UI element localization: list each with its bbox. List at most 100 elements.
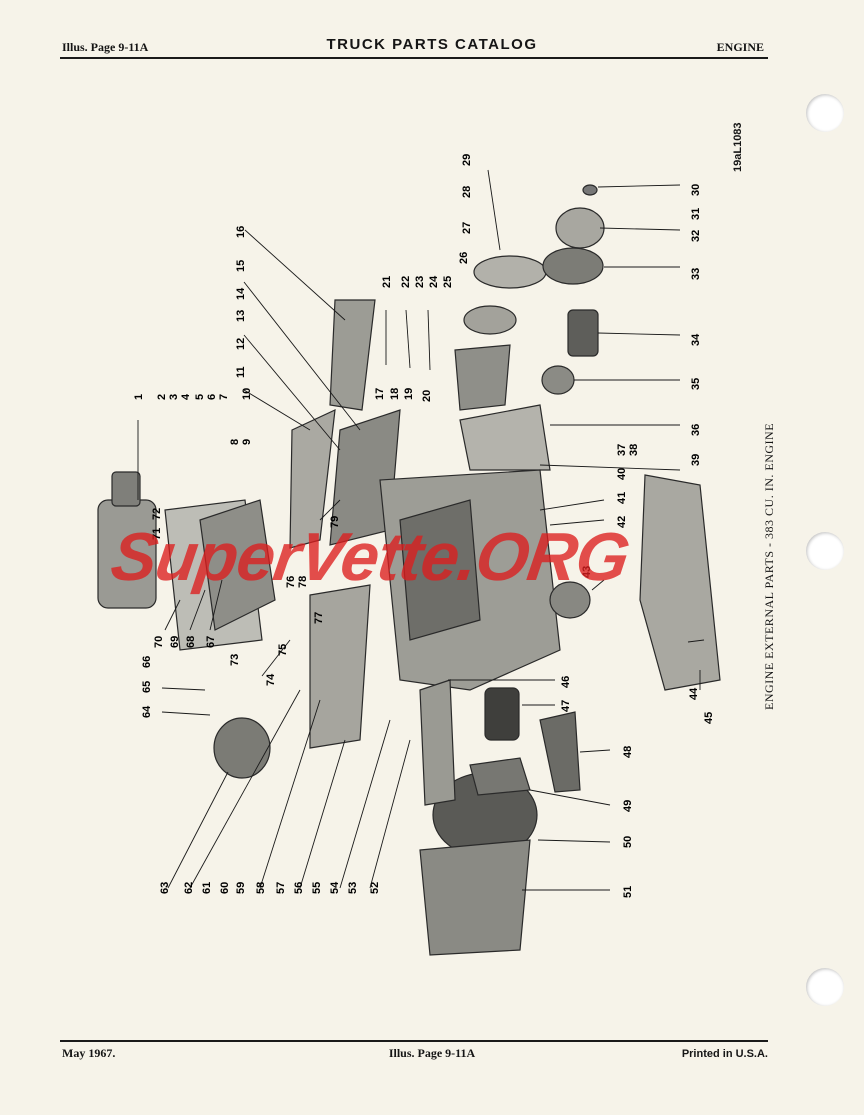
callout-17: 17 <box>374 388 386 400</box>
callout-label: 19 <box>403 388 415 400</box>
callout-label: 27 <box>461 222 473 234</box>
callout-79: 79 <box>329 516 341 528</box>
callout-20: 20 <box>421 390 433 402</box>
callout-label: 78 <box>297 576 309 588</box>
callout-label: 21 <box>381 276 393 288</box>
callout-label: 53 <box>347 882 359 894</box>
callout-label: 32 <box>690 230 702 242</box>
callout-label: 29 <box>461 154 473 166</box>
header-section: ENGINE <box>716 40 764 54</box>
callout-label: 18 <box>389 388 401 400</box>
callout-76: 76 <box>285 576 297 588</box>
callout-22: 22 <box>400 276 412 288</box>
callout-label: 13 <box>235 310 247 322</box>
callout-24: 24 <box>428 275 440 288</box>
footer-rule <box>60 1040 768 1042</box>
callout-label: 52 <box>369 882 381 894</box>
callout-60: 60 <box>219 882 231 894</box>
callout-27: 27 <box>461 222 473 234</box>
callout-6: 6 <box>206 394 218 400</box>
callout-labels: 1 2 3 4 5 6 7 8 9 10 11 12 13 14 15 16 1… <box>133 154 715 898</box>
callout-56: 56 <box>293 882 305 894</box>
callout-40: 40 <box>616 468 628 480</box>
callout-21: 21 <box>381 276 393 288</box>
callout-73: 73 <box>229 654 241 666</box>
callout-45: 45 <box>703 712 715 724</box>
callout-26: 26 <box>458 252 470 264</box>
callout-29: 29 <box>461 154 473 166</box>
callout-5: 5 <box>194 394 206 400</box>
callout-label: 62 <box>183 882 195 894</box>
binder-hole-bottom <box>806 968 844 1006</box>
callout-label: 75 <box>277 644 289 656</box>
callout-label: 35 <box>690 378 702 390</box>
callout-label: 44 <box>688 687 700 700</box>
callout-33: 33 <box>690 268 702 280</box>
binder-hole-middle <box>806 532 844 570</box>
callout-13: 13 <box>235 310 247 322</box>
callout-label: 46 <box>560 676 572 688</box>
callout-30: 30 <box>690 184 702 196</box>
callout-51: 51 <box>622 886 634 898</box>
callout-label: 51 <box>622 886 634 898</box>
callout-label: 47 <box>560 700 572 712</box>
callout-52: 52 <box>369 882 381 894</box>
callout-label: 6 <box>206 394 218 400</box>
callout-label: 66 <box>141 656 153 668</box>
callout-label: 38 <box>628 444 640 456</box>
callout-label: 22 <box>400 276 412 288</box>
callout-label: 63 <box>159 882 171 894</box>
callout-label: 17 <box>374 388 386 400</box>
callout-18: 18 <box>389 388 401 400</box>
callout-label: 8 <box>229 439 241 445</box>
callout-25: 25 <box>442 276 454 288</box>
callout-label: 59 <box>235 882 247 894</box>
callout-label: 68 <box>185 636 197 648</box>
callout-64: 64 <box>141 705 153 718</box>
callout-34: 34 <box>690 333 702 346</box>
callout-label: 14 <box>235 287 247 300</box>
watermark: SuperVette.ORG <box>106 519 634 595</box>
callout-label: 43 <box>581 566 593 578</box>
callout-23: 23 <box>414 276 426 288</box>
callout-31: 31 <box>690 208 702 220</box>
callout-label: 2 <box>156 394 168 400</box>
callout-label: 36 <box>690 424 702 436</box>
callout-62: 62 <box>183 882 195 894</box>
callout-43: 43 <box>581 566 593 578</box>
callout-label: 4 <box>180 393 192 400</box>
callout-label: 61 <box>201 882 213 894</box>
callout-label: 10 <box>241 388 253 400</box>
callout-leader-lines <box>137 169 705 891</box>
callout-72: 72 <box>151 508 163 520</box>
callout-19: 19 <box>403 388 415 400</box>
callout-label: 16 <box>235 226 247 238</box>
callout-label: 25 <box>442 276 454 288</box>
callout-7: 7 <box>218 394 230 400</box>
callout-16: 16 <box>235 226 247 238</box>
callout-label: 70 <box>153 636 165 648</box>
callout-label: 33 <box>690 268 702 280</box>
header-rule <box>60 57 768 59</box>
callout-label: 79 <box>329 516 341 528</box>
callout-label: 7 <box>218 394 230 400</box>
footer-page-ref: Illus. Page 9-11A <box>388 1046 476 1060</box>
callout-label: 42 <box>616 516 628 528</box>
callout-label: 56 <box>293 882 305 894</box>
callout-55: 55 <box>311 882 323 894</box>
callout-label: 12 <box>235 338 247 350</box>
callout-47: 47 <box>560 700 572 712</box>
callout-label: 77 <box>313 612 325 624</box>
callout-15: 15 <box>235 260 247 272</box>
callout-label: 49 <box>622 800 634 812</box>
callout-label: 71 <box>151 528 163 540</box>
callout-label: 65 <box>141 681 153 693</box>
callout-68: 68 <box>185 636 197 648</box>
callout-12: 12 <box>235 338 247 350</box>
callout-54: 54 <box>329 881 341 894</box>
callout-44: 44 <box>688 687 700 700</box>
callout-label: 37 <box>616 444 628 456</box>
header-title: TRUCK PARTS CATALOG <box>326 36 538 53</box>
callout-label: 11 <box>235 366 247 378</box>
callout-label: 28 <box>461 186 473 198</box>
